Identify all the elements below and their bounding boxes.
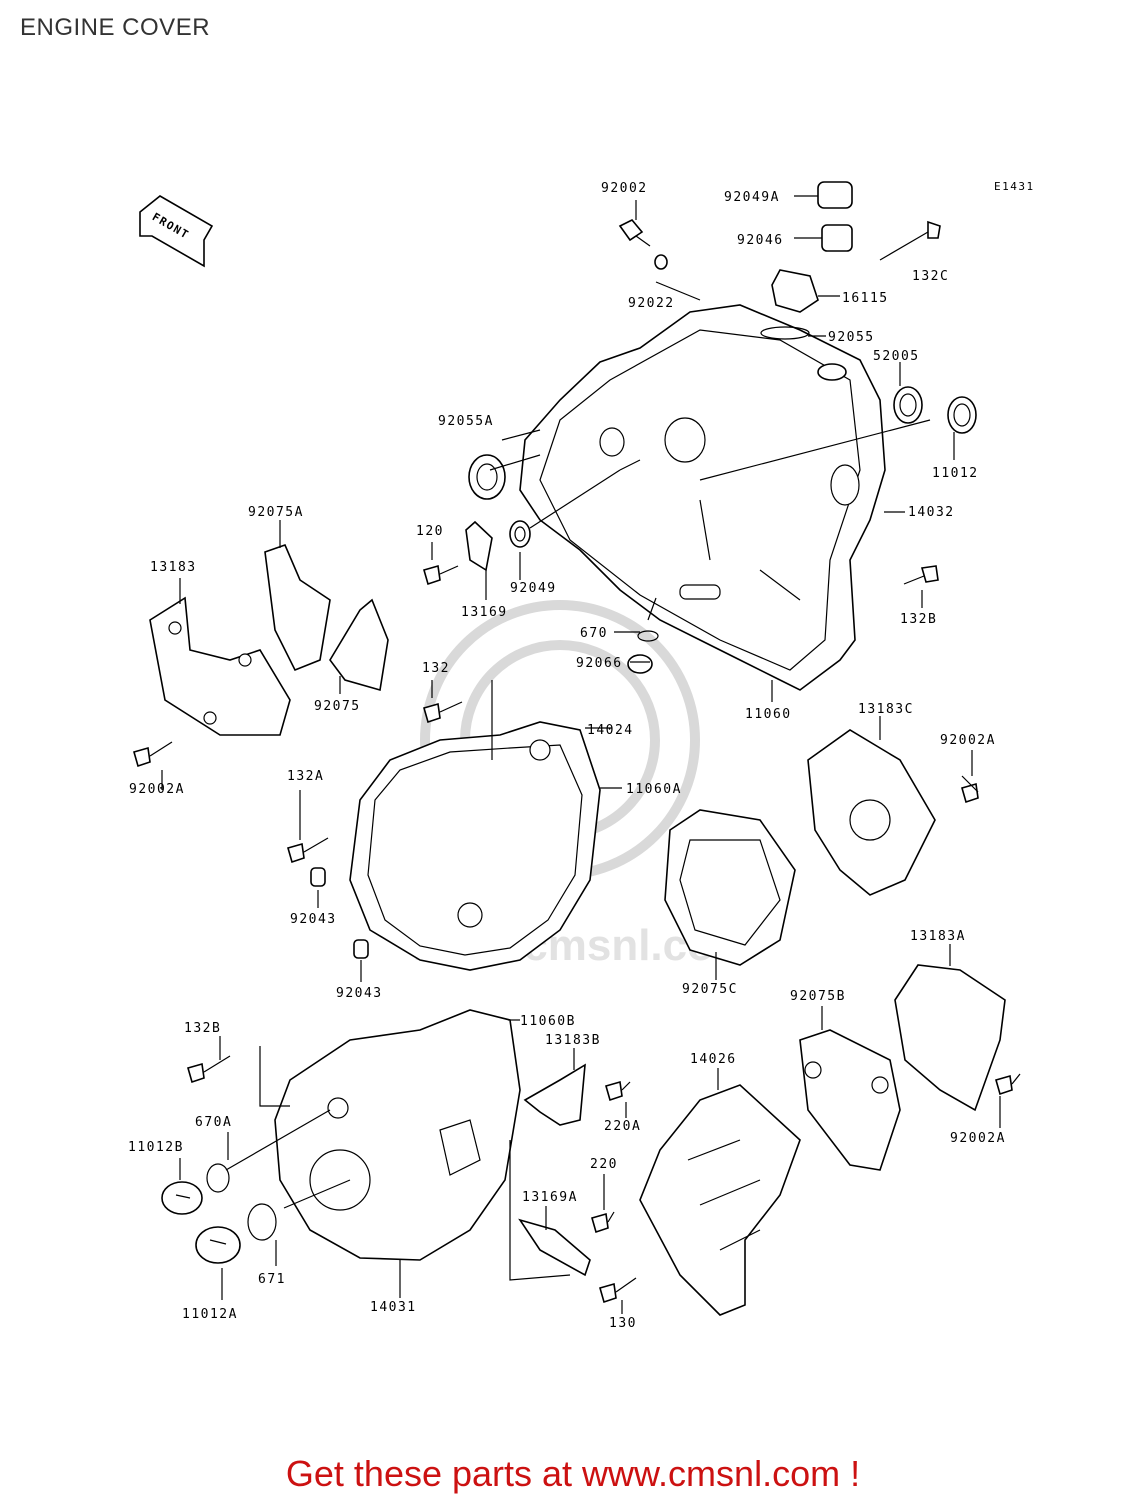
part-label: 92043 — [290, 912, 337, 927]
dowel-pins — [310, 867, 369, 959]
part-label: 92055A — [438, 414, 494, 429]
part-label: 132C — [912, 269, 949, 284]
part-label: 132A — [287, 769, 324, 784]
part-label: 14032 — [908, 505, 955, 520]
part-label: 11012B — [128, 1140, 184, 1155]
part-label: 11012 — [932, 466, 979, 481]
part-label: 13183 — [150, 560, 197, 575]
leader-lines — [161, 195, 1001, 1314]
promo-banner-link[interactable]: Get these parts at www.cmsnl.com ! — [285, 1453, 861, 1494]
plate-92075 — [329, 598, 389, 692]
bracket-13183B — [523, 1063, 586, 1126]
part-label: 132B — [900, 612, 937, 627]
part-label: 13183C — [858, 702, 914, 717]
part-label: 14024 — [587, 723, 634, 738]
plate-13169 — [465, 520, 493, 572]
clutch-cover-14024 — [349, 721, 601, 971]
part-label: 16115 — [842, 291, 889, 306]
damper-92075C — [664, 809, 796, 966]
part-label: 671 — [258, 1272, 286, 1287]
plate-92075A — [264, 543, 331, 672]
part-label: 92049 — [510, 581, 557, 596]
diagram-code: E1431 — [994, 180, 1035, 193]
plate-13169A — [518, 1218, 591, 1277]
part-label: 11012A — [182, 1307, 238, 1322]
part-label: 11060B — [520, 1014, 576, 1029]
part-label: 92022 — [628, 296, 675, 311]
part-label: 132 — [422, 661, 450, 676]
part-label: 92002 — [601, 181, 648, 196]
part-label: 92075B — [790, 989, 846, 1004]
part-label: 92046 — [737, 233, 784, 248]
part-label: 92075A — [248, 505, 304, 520]
plugs — [161, 654, 653, 1264]
guard-13183A — [894, 964, 1006, 1112]
part-labels: 92002 92049A 92046 132C 16115 92022 9205… — [128, 181, 1006, 1331]
part-label: 670 — [580, 626, 608, 641]
sprocket-cover-14026 — [639, 1084, 801, 1316]
part-label: 670A — [195, 1115, 232, 1130]
part-label: 14031 — [370, 1300, 417, 1315]
part-label: 14026 — [690, 1052, 737, 1067]
part-label: 13183B — [545, 1033, 601, 1048]
part-label: 11060A — [626, 782, 682, 797]
part-label: 92043 — [336, 986, 383, 1001]
part-label: 92002A — [950, 1131, 1006, 1146]
part-label: 220 — [590, 1157, 618, 1172]
part-label: 52005 — [873, 349, 920, 364]
part-label: 130 — [609, 1316, 637, 1331]
part-label: 92075 — [314, 699, 361, 714]
filler-cap-16115 — [771, 269, 819, 313]
guard-13183 — [149, 596, 291, 736]
engine-cover-14032 — [519, 304, 886, 691]
front-arrow-icon: FRONT — [139, 195, 214, 268]
oil-seals — [206, 254, 977, 1241]
part-label: 11060 — [745, 707, 792, 722]
part-label: 13183A — [910, 929, 966, 944]
page-title: ENGINE COVER — [20, 14, 211, 41]
part-label: 220A — [604, 1119, 641, 1134]
part-label: 13169A — [522, 1190, 578, 1205]
part-label: 13169 — [461, 605, 508, 620]
part-label: 132B — [184, 1021, 221, 1036]
part-label: 92002A — [940, 733, 996, 748]
generator-cover-14031 — [274, 1009, 521, 1261]
part-label: 92055 — [828, 330, 875, 345]
part-label: 92075C — [682, 982, 738, 997]
plate-92075B — [799, 1029, 901, 1171]
part-label: 120 — [416, 524, 444, 539]
part-label: 92049A — [724, 190, 780, 205]
bearings — [817, 181, 853, 252]
part-label: 92002A — [129, 782, 185, 797]
part-label: 92066 — [576, 656, 623, 671]
bolts — [133, 219, 1021, 1304]
guard-13183C — [807, 729, 936, 896]
